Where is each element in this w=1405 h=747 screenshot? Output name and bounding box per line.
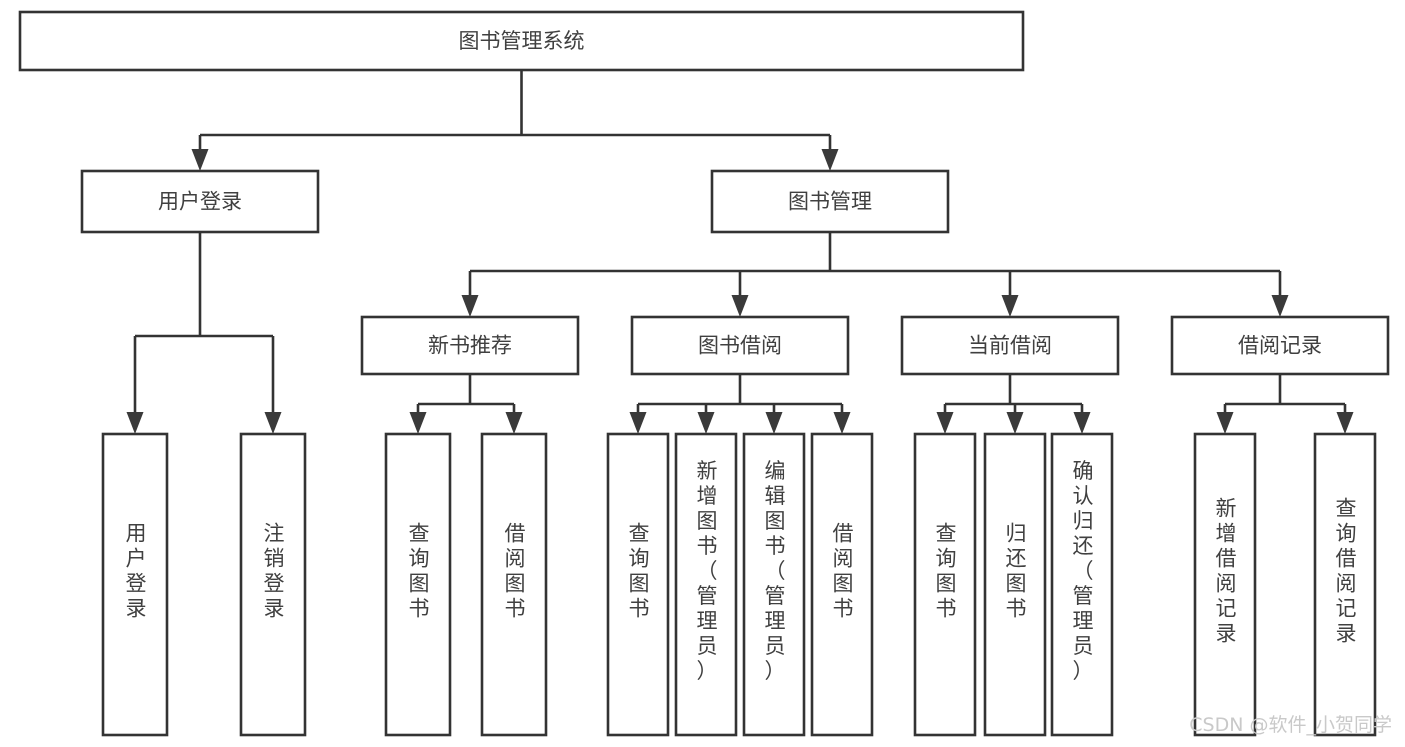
arrow-head-leaf-confirm-return bbox=[1073, 412, 1091, 434]
node-box-root bbox=[18, 10, 1025, 72]
arrow-head-leaf-add-book bbox=[697, 412, 715, 434]
node-label-user-login: 用户登录 bbox=[158, 190, 242, 214]
node-box-book-borrow bbox=[630, 315, 850, 376]
node-leaf-borrow-book-1[interactable]: 借阅图书 bbox=[480, 432, 548, 737]
node-label-leaf-add-record: 新增借阅记录 bbox=[1216, 497, 1237, 646]
arrow-head-leaf-user-login bbox=[126, 412, 144, 434]
arrow-head-user-login bbox=[191, 149, 209, 171]
node-box-leaf-query-book-2 bbox=[606, 432, 670, 737]
node-leaf-return-book[interactable]: 归还图书 bbox=[983, 432, 1047, 737]
node-leaf-add-record[interactable]: 新增借阅记录 bbox=[1193, 432, 1257, 737]
node-label-book-borrow: 图书借阅 bbox=[698, 334, 782, 358]
node-label-leaf-query-book-1: 查询图书 bbox=[409, 522, 430, 621]
node-leaf-user-login[interactable]: 用户登录 bbox=[101, 432, 169, 737]
arrow-head-current-borrow bbox=[1001, 295, 1019, 317]
arrow-head-leaf-edit-book bbox=[765, 412, 783, 434]
node-leaf-query-book-2[interactable]: 查询图书 bbox=[606, 432, 670, 737]
node-root[interactable]: 图书管理系统 bbox=[18, 10, 1025, 72]
node-box-leaf-confirm-return bbox=[1050, 432, 1114, 737]
node-box-leaf-borrow-book-1 bbox=[480, 432, 548, 737]
node-current-borrow[interactable]: 当前借阅 bbox=[900, 315, 1120, 376]
node-box-leaf-edit-book bbox=[742, 432, 806, 737]
node-leaf-borrow-book-2[interactable]: 借阅图书 bbox=[810, 432, 874, 737]
node-box-borrow-record bbox=[1170, 315, 1390, 376]
node-label-leaf-query-book-3: 查询图书 bbox=[936, 522, 957, 621]
node-label-current-borrow: 当前借阅 bbox=[968, 334, 1052, 358]
arrow-head-book-borrow bbox=[731, 295, 749, 317]
node-label-new-book-rec: 新书推荐 bbox=[428, 334, 512, 358]
node-box-leaf-query-book-3 bbox=[913, 432, 977, 737]
arrow-head-leaf-return-book bbox=[1006, 412, 1024, 434]
node-box-leaf-query-book-1 bbox=[384, 432, 452, 737]
node-label-leaf-user-login: 用户登录 bbox=[126, 522, 147, 621]
node-box-new-book-rec bbox=[360, 315, 580, 376]
connector-layer bbox=[126, 70, 1354, 434]
node-leaf-edit-book[interactable]: 编辑图书（管理员） bbox=[742, 432, 806, 737]
node-book-manage[interactable]: 图书管理 bbox=[710, 169, 950, 234]
node-box-leaf-add-record bbox=[1193, 432, 1257, 737]
arrow-head-leaf-query-record bbox=[1336, 412, 1354, 434]
node-leaf-logout[interactable]: 注销登录 bbox=[239, 432, 307, 737]
arrow-head-leaf-query-book-3 bbox=[936, 412, 954, 434]
csdn-watermark: CSDN @软件_小贺同学 bbox=[1189, 714, 1392, 736]
node-label-leaf-edit-book: 编辑图书（管理员） bbox=[765, 459, 786, 683]
arrow-head-new-book-rec bbox=[461, 295, 479, 317]
node-box-current-borrow bbox=[900, 315, 1120, 376]
node-label-leaf-confirm-return: 确认归还（管理员） bbox=[1073, 459, 1094, 683]
node-label-leaf-borrow-book-2: 借阅图书 bbox=[833, 522, 854, 621]
node-label-leaf-borrow-book-1: 借阅图书 bbox=[505, 522, 526, 621]
node-box-leaf-query-record bbox=[1313, 432, 1377, 737]
arrow-head-leaf-add-record bbox=[1216, 412, 1234, 434]
node-box-leaf-add-book bbox=[674, 432, 738, 737]
arrow-head-book-manage bbox=[821, 149, 839, 171]
node-label-leaf-logout: 注销登录 bbox=[264, 522, 285, 621]
node-new-book-rec[interactable]: 新书推荐 bbox=[360, 315, 580, 376]
node-label-leaf-add-book: 新增图书（管理员） bbox=[697, 459, 718, 683]
node-box-book-manage bbox=[710, 169, 950, 234]
node-user-login[interactable]: 用户登录 bbox=[80, 169, 320, 234]
node-box-leaf-return-book bbox=[983, 432, 1047, 737]
node-leaf-query-record[interactable]: 查询借阅记录 bbox=[1313, 432, 1377, 737]
arrow-head-leaf-borrow-book-1 bbox=[505, 412, 523, 434]
node-leaf-query-book-3[interactable]: 查询图书 bbox=[913, 432, 977, 737]
node-label-borrow-record: 借阅记录 bbox=[1238, 334, 1322, 358]
watermark-layer: CSDN @软件_小贺同学 bbox=[1189, 714, 1392, 736]
node-label-root: 图书管理系统 bbox=[459, 29, 585, 53]
node-book-borrow[interactable]: 图书借阅 bbox=[630, 315, 850, 376]
node-box-user-login bbox=[80, 169, 320, 234]
node-leaf-add-book[interactable]: 新增图书（管理员） bbox=[674, 432, 738, 737]
node-label-leaf-return-book: 归还图书 bbox=[1006, 522, 1027, 621]
arrow-head-borrow-record bbox=[1271, 295, 1289, 317]
node-label-leaf-query-record: 查询借阅记录 bbox=[1336, 497, 1357, 646]
node-borrow-record[interactable]: 借阅记录 bbox=[1170, 315, 1390, 376]
node-label-book-manage: 图书管理 bbox=[788, 190, 872, 214]
node-leaf-confirm-return[interactable]: 确认归还（管理员） bbox=[1050, 432, 1114, 737]
node-layer: 图书管理系统用户登录图书管理新书推荐图书借阅当前借阅借阅记录用户登录注销登录查询… bbox=[18, 10, 1390, 737]
arrow-head-leaf-query-book-1 bbox=[409, 412, 427, 434]
node-box-leaf-user-login bbox=[101, 432, 169, 737]
arrow-head-leaf-logout bbox=[264, 412, 282, 434]
arrow-head-leaf-query-book-2 bbox=[629, 412, 647, 434]
node-box-leaf-logout bbox=[239, 432, 307, 737]
node-box-leaf-borrow-book-2 bbox=[810, 432, 874, 737]
arrow-head-leaf-borrow-book-2 bbox=[833, 412, 851, 434]
node-leaf-query-book-1[interactable]: 查询图书 bbox=[384, 432, 452, 737]
node-label-leaf-query-book-2: 查询图书 bbox=[629, 522, 650, 621]
